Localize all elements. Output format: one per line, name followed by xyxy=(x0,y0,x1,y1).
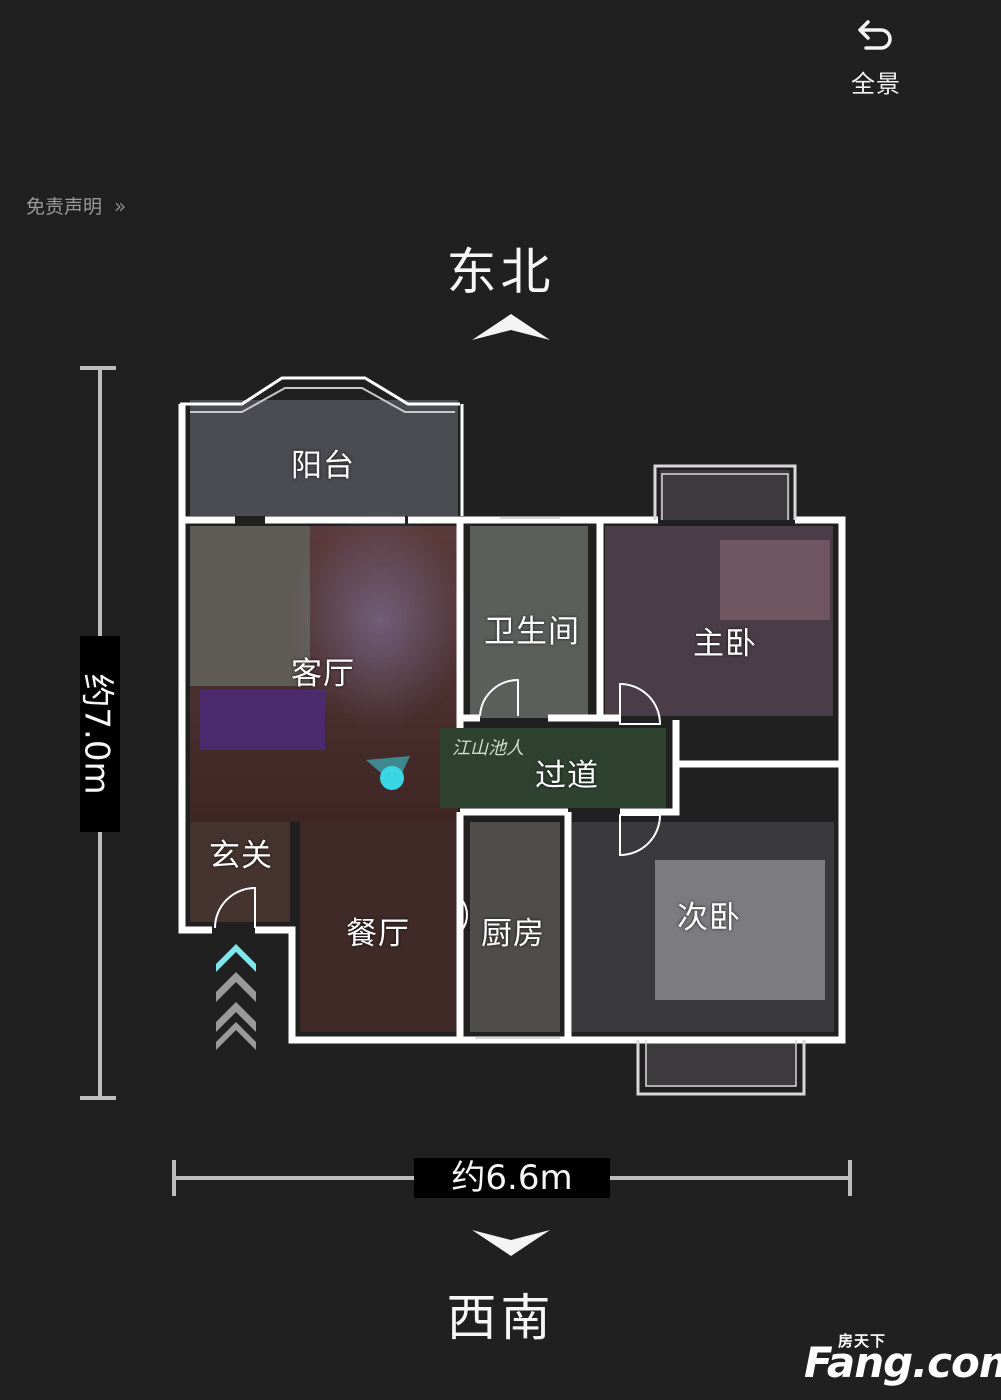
room-label-kitchen[interactable]: 厨房 xyxy=(481,916,545,952)
room-label-bathroom[interactable]: 卫生间 xyxy=(484,614,580,650)
rotate-up-arrow-icon[interactable] xyxy=(470,310,552,342)
compass-direction-bottom: 西南 xyxy=(446,1289,555,1347)
room-label-corridor[interactable]: 过道 xyxy=(535,758,599,794)
door-swings xyxy=(214,678,662,931)
chevron-right-icon: » xyxy=(114,193,127,218)
panorama-label: 全景 xyxy=(851,70,901,98)
walls xyxy=(178,404,846,1044)
entrance-direction-chevrons xyxy=(216,944,256,1050)
room-label-entrance[interactable]: 玄关 xyxy=(209,838,273,874)
height-dimension-badge: 约7.0m xyxy=(77,636,120,832)
watermark-small-text: 房天下 xyxy=(838,1332,887,1350)
compass-direction-top: 东北 xyxy=(446,243,555,301)
room-label-balcony[interactable]: 阳台 xyxy=(291,448,355,484)
disclaimer-link[interactable]: 免责声明 » xyxy=(26,192,126,219)
panorama-button[interactable]: 全景 xyxy=(836,14,916,114)
fang-logo: 房天下 Fang.com xyxy=(804,1330,1001,1390)
width-dimension-label: 约6.6m xyxy=(414,1158,610,1198)
room-label-dining[interactable]: 餐厅 xyxy=(346,916,410,952)
mural-text: 江山池人 xyxy=(452,738,524,759)
disclaimer-label: 免责声明 xyxy=(26,196,103,218)
room-label-master[interactable]: 主卧 xyxy=(693,626,757,662)
room-label-second[interactable]: 次卧 xyxy=(677,900,741,936)
room-label-living[interactable]: 客厅 xyxy=(291,656,355,692)
window-frames xyxy=(475,464,806,1096)
undo-arrow-icon xyxy=(858,20,892,50)
balcony-bay-window xyxy=(180,376,464,516)
room-floors xyxy=(190,400,834,1086)
watermark-logo-text: Fang.com xyxy=(804,1338,1001,1387)
current-position-marker[interactable] xyxy=(366,756,410,790)
rotate-down-arrow-icon[interactable] xyxy=(470,1228,552,1260)
